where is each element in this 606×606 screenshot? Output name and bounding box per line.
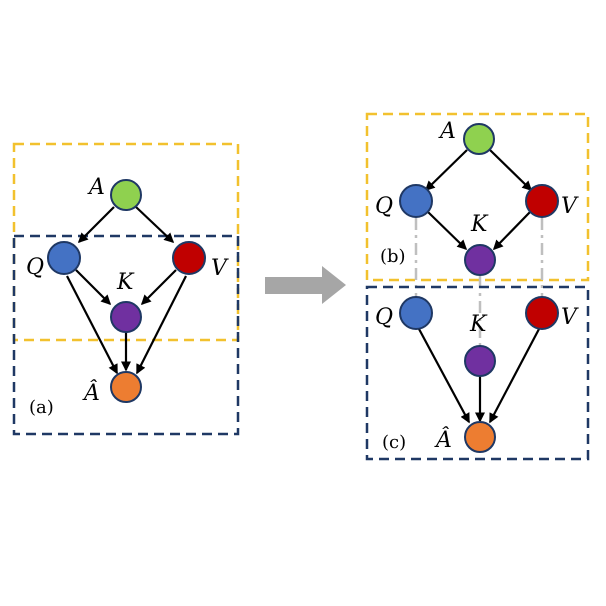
label-a-A: A [87, 175, 105, 200]
edge-c-V-Ahat [489, 328, 540, 424]
label-b-A: A [438, 119, 456, 144]
node-a-V [172, 241, 206, 275]
node-a-Q [47, 241, 81, 275]
panel-b-yellow-box [365, 112, 590, 282]
panel-c-label: (c) [382, 432, 406, 453]
label-a-K: K [116, 270, 135, 295]
panel-b-label: (b) [380, 246, 406, 267]
edge-b-A-V [489, 149, 533, 192]
panel-a: A Q V K Â (a) [12, 142, 240, 436]
edge-a-Q-K [75, 269, 112, 306]
edge-c-Q-Ahat [418, 328, 470, 424]
node-c-Ahat [464, 421, 496, 453]
label-c-Q: Q [375, 305, 393, 330]
edge-b-A-Q [424, 149, 468, 192]
node-b-Q [399, 184, 433, 218]
node-a-K [110, 301, 142, 333]
label-a-Q: Q [26, 255, 44, 280]
edge-b-Q-K [427, 211, 468, 251]
label-a-Ahat: Â [82, 379, 100, 406]
panel-a-label: (a) [29, 397, 54, 418]
panel-b: A Q V K (b) [365, 112, 590, 346]
label-c-V: V [561, 305, 579, 330]
node-c-Q [399, 296, 433, 330]
edge-a-V-K [140, 269, 177, 306]
edge-a-V-Ahat [136, 275, 187, 375]
node-c-K [464, 345, 496, 377]
label-c-Ahat: Â [434, 426, 452, 453]
edge-b-V-K [492, 211, 531, 251]
edge-a-A-Q [77, 206, 115, 244]
node-a-A [110, 179, 142, 211]
panel-c: Q V K Â (c) [365, 285, 590, 461]
node-c-V [525, 296, 559, 330]
node-b-A [463, 123, 495, 155]
node-b-K [464, 244, 496, 276]
panel-c-blue-box [365, 285, 590, 461]
panel-a-blue-box [12, 234, 240, 436]
edge-a-A-V [135, 206, 175, 244]
node-b-V [525, 184, 559, 218]
label-c-K: K [469, 312, 488, 337]
label-b-K: K [470, 212, 489, 237]
label-b-V: V [561, 194, 579, 219]
edge-a-Q-Ahat [66, 275, 118, 375]
label-b-Q: Q [375, 194, 393, 219]
label-a-V: V [211, 256, 229, 281]
node-a-Ahat [110, 371, 142, 403]
transition-arrow [265, 266, 346, 304]
